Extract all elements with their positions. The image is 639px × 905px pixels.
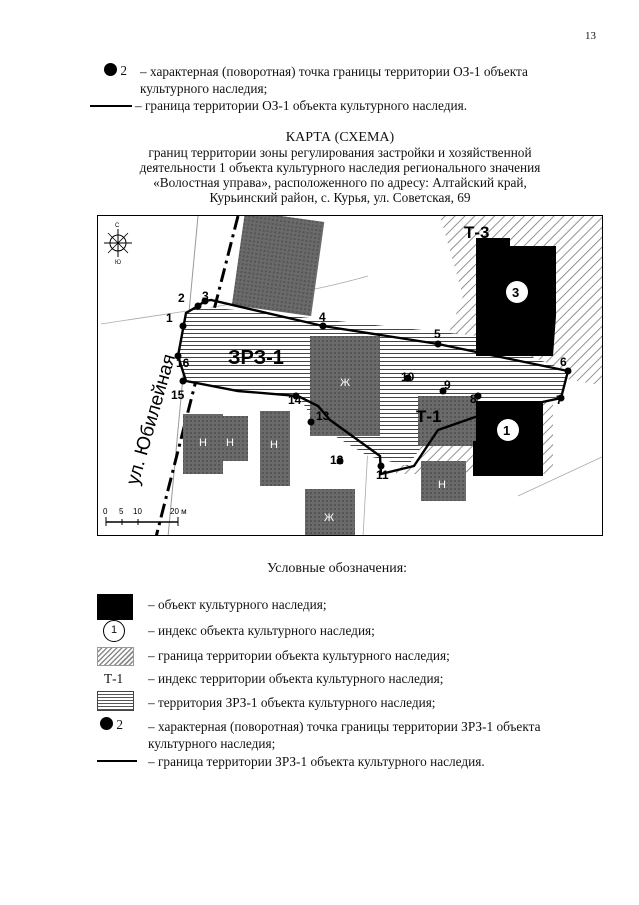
point-label: 10	[401, 370, 415, 384]
point-label: 16	[176, 356, 190, 370]
heading-line-4: Курьинский район, с. Курья, ул. Советска…	[209, 190, 471, 205]
scale-tick: 0	[103, 507, 108, 516]
scale-tick: 5	[119, 507, 124, 516]
legend-text: – объект культурного наследия;	[148, 597, 327, 612]
point-dot	[100, 717, 113, 730]
building-grey	[218, 416, 248, 461]
legend-territory-index: Т-1	[104, 671, 124, 686]
territory-label-t1: Т-1	[416, 407, 442, 426]
compass-letter: С	[115, 223, 120, 229]
boundary-points	[174, 297, 572, 470]
heading-line-3: «Волостная управа», расположенного по ад…	[153, 175, 527, 190]
point-label: 5	[434, 327, 441, 341]
legend-text: – характерная (поворотная) точка границы…	[148, 719, 541, 734]
top-legend-line-text: – граница территории ОЗ-1 объекта культу…	[135, 98, 468, 113]
heading-line-2: деятельности 1 объекта культурного насле…	[139, 160, 541, 175]
legend-line-symbol	[97, 760, 137, 762]
legend-point-symbol: 2	[100, 716, 123, 733]
legend-circle-index-icon: 1	[103, 620, 125, 642]
object-index: 3	[512, 285, 519, 300]
zone-label: ЗРЗ-1	[228, 347, 284, 369]
building-grey	[260, 411, 290, 486]
point-label: 1	[166, 311, 173, 325]
point-label: 2	[178, 291, 185, 305]
compass-icon	[104, 229, 132, 257]
map-title: КАРТА (СХЕМА)	[285, 130, 395, 145]
point-label: 12	[330, 453, 344, 467]
point-symbol	[104, 63, 117, 76]
road-line	[517, 456, 602, 497]
legend-striped-swatch	[97, 691, 134, 711]
legend-text: – территория ЗРЗ-1 объекта культурного н…	[148, 695, 436, 710]
building-grey	[305, 489, 355, 535]
legend-text: – индекс объекта культурного наследия;	[148, 623, 375, 638]
building-grey	[183, 414, 223, 474]
legend-text: – индекс территории объекта культурного …	[148, 671, 444, 686]
building-grey	[310, 336, 380, 436]
top-legend-point-text: – характерная (поворотная) точка границы…	[140, 64, 528, 79]
top-legend-point-row: 2	[104, 62, 127, 79]
building-mark: Н	[270, 439, 278, 451]
point-label: 7	[556, 393, 563, 407]
object-index-circle	[497, 419, 519, 441]
point-label: 9	[444, 378, 451, 392]
top-legend-point-text-cont: культурного наследия;	[140, 81, 268, 96]
point-label: 11	[376, 468, 389, 482]
street-label: ул. Юбилейная	[123, 352, 180, 488]
point-label: 13	[316, 409, 330, 423]
road-line	[167, 216, 199, 535]
scale-bar	[105, 517, 179, 526]
road-line	[362, 445, 369, 535]
object-index-circle	[506, 281, 528, 303]
point-label: 4	[319, 310, 326, 324]
top-legend-line-symbol	[90, 105, 132, 107]
heading-line-1: границ территории зоны регулирования зас…	[148, 145, 532, 160]
legend-hatched-swatch	[97, 647, 134, 666]
legend-black-square	[97, 594, 133, 620]
legend-text: – граница территории ЗРЗ-1 объекта культ…	[148, 754, 485, 769]
building-grey	[231, 216, 325, 317]
building-mark: Ж	[340, 377, 350, 389]
point-label: 6	[560, 355, 567, 369]
point-label: 2	[116, 717, 123, 732]
building-mark: Ж	[324, 512, 334, 524]
object-index: 1	[503, 423, 510, 438]
map-schema: ул. Юбилейная Н Н Н Н Ж Ж	[97, 215, 603, 536]
compass-letter: Ю	[115, 260, 121, 266]
legend-text: – граница территории объекта культурного…	[148, 648, 450, 663]
building-mark: Н	[199, 437, 207, 449]
point-label: 2	[120, 63, 127, 78]
building-mark: Н	[438, 479, 446, 491]
point-label: 14	[288, 393, 302, 407]
legend-text-cont: культурного наследия;	[148, 736, 276, 751]
point-label: 3	[202, 289, 209, 303]
map-svg: ул. Юбилейная Н Н Н Н Ж Ж	[100, 216, 602, 535]
page-number: 13	[585, 30, 596, 42]
legend-title: Условные обозначения:	[267, 561, 408, 576]
scale-tick: 20 м	[170, 507, 187, 516]
point-label: 8	[470, 392, 477, 406]
territory-label-t3: Т-3	[464, 223, 490, 242]
scale-tick: 10	[133, 507, 142, 516]
building-grey	[421, 461, 466, 501]
building-mark: Н	[226, 437, 234, 449]
building-grey	[418, 396, 478, 446]
point-label: 15	[171, 388, 185, 402]
